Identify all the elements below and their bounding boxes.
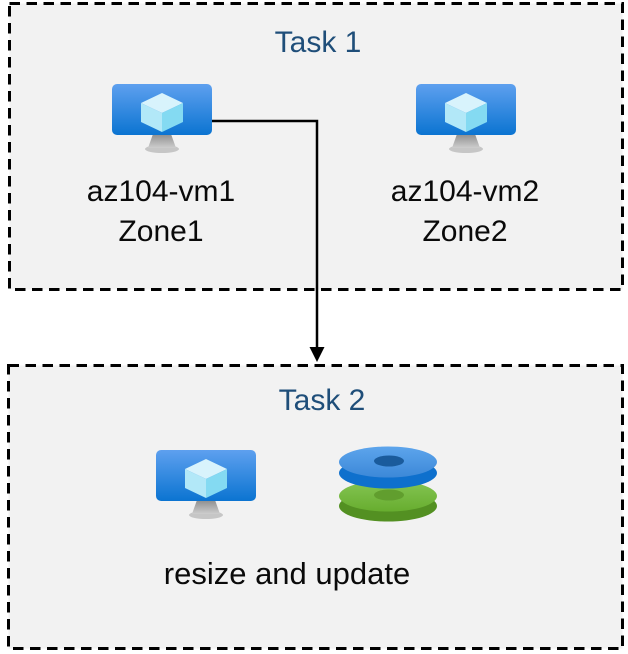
vm2-label: az104-vm2 Zone2 bbox=[391, 172, 539, 252]
vm1-name-label: az104-vm1 bbox=[86, 175, 236, 208]
task2-box bbox=[7, 364, 624, 650]
arrow-head-icon bbox=[309, 347, 325, 362]
vm2-name-label: az104-vm2 bbox=[390, 175, 540, 208]
task2-title: Task 2 bbox=[278, 384, 366, 417]
disk-stack-icon bbox=[339, 446, 437, 522]
vm1-to-task2-connector bbox=[211, 119, 319, 349]
task1-title: Task 1 bbox=[274, 26, 362, 59]
vm1-label: az104-vm1 Zone1 bbox=[87, 172, 235, 252]
vm2-zone-label: Zone2 bbox=[422, 215, 508, 248]
vm1-zone-label: Zone1 bbox=[118, 215, 204, 248]
task2-caption: resize and update bbox=[163, 556, 411, 591]
